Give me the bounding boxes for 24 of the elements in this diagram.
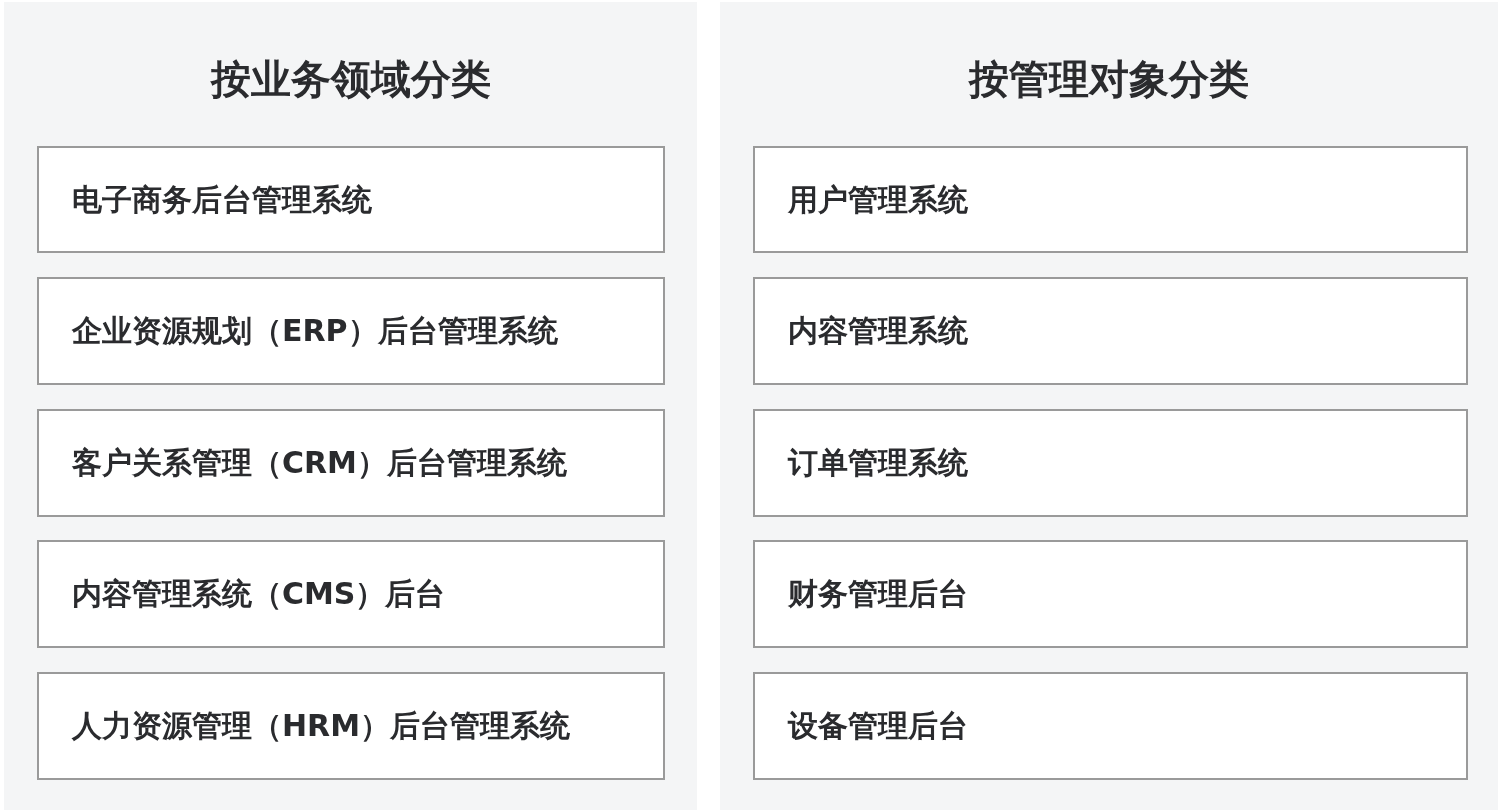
system-box	[37, 672, 665, 780]
system-box	[753, 146, 1468, 253]
system-name: 客户关系管理（CRM）后台管理系统	[72, 444, 567, 482]
system-name: 设备管理后台	[788, 707, 968, 745]
system-box	[37, 540, 665, 648]
system-name: 内容管理系统	[788, 312, 968, 350]
system-name: 内容管理系统（CMS）后台	[72, 575, 446, 613]
system-box	[753, 277, 1468, 385]
system-box	[37, 409, 665, 517]
system-box	[37, 146, 665, 253]
panel-heading: 按业务领域分类	[209, 55, 492, 104]
system-name: 企业资源规划（ERP）后台管理系统	[72, 312, 558, 350]
system-name: 电子商务后台管理系统	[72, 180, 372, 219]
system-box	[753, 672, 1468, 780]
category-panel	[720, 2, 1498, 810]
category-panel	[4, 2, 697, 810]
system-box	[753, 540, 1468, 648]
system-box	[753, 409, 1468, 517]
system-name: 财务管理后台	[788, 575, 968, 613]
system-name: 订单管理系统	[788, 444, 968, 482]
system-box	[37, 277, 665, 385]
system-name: 用户管理系统	[788, 180, 968, 219]
system-name: 人力资源管理（HRM）后台管理系统	[72, 707, 571, 745]
panel-heading: 按管理对象分类	[967, 55, 1250, 104]
